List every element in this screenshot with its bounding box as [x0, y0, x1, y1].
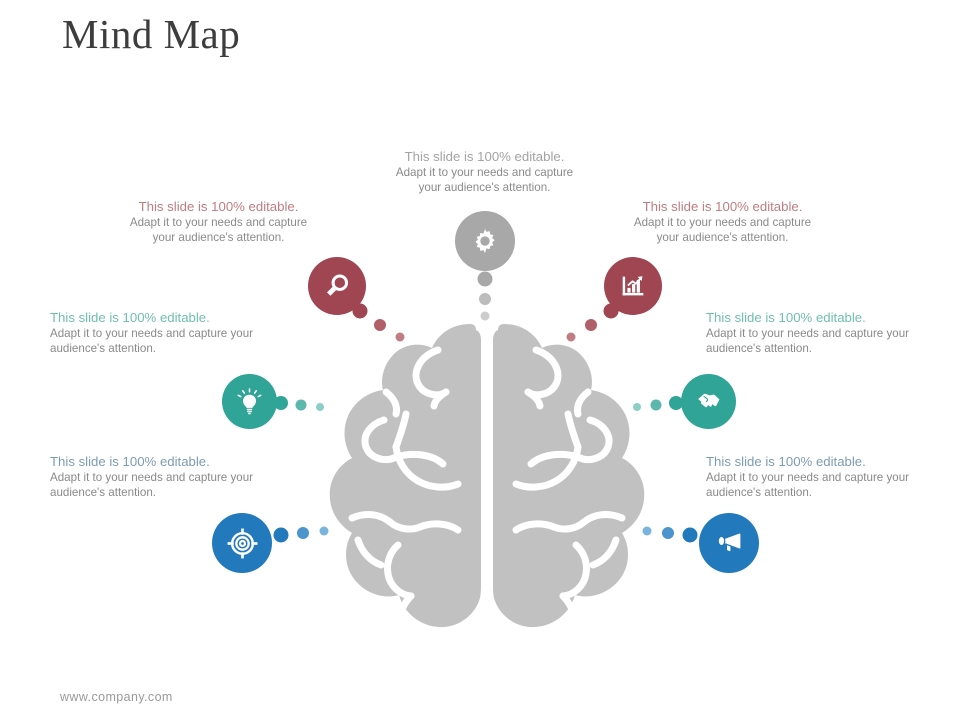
lightbulb-icon — [237, 388, 262, 415]
connector-dots-mid-left — [274, 396, 324, 411]
brain-illustration — [329, 324, 645, 630]
heading-upper-right: This slide is 100% editable. — [642, 199, 803, 214]
text-block-lower-left: This slide is 100% editable. Adapt it to… — [50, 453, 265, 500]
connector-dots-lower-right — [642, 526, 698, 543]
text-block-top-center: This slide is 100% editable. Adapt it to… — [377, 148, 592, 195]
heading-mid-right: This slide is 100% editable. — [706, 310, 866, 325]
body-mid-right: Adapt it to your needs and capture your … — [706, 327, 910, 355]
handshake-icon — [696, 392, 721, 409]
target-icon — [227, 528, 257, 558]
heading-mid-left: This slide is 100% editable. — [50, 310, 210, 325]
node-mid-left[interactable] — [222, 374, 277, 429]
magnifier-icon — [327, 274, 349, 296]
body-top-center: Adapt it to your needs and capture your … — [395, 166, 574, 194]
text-block-upper-left: This slide is 100% editable. Adapt it to… — [111, 198, 326, 245]
heading-top-center: This slide is 100% editable. — [404, 149, 565, 164]
connector-dots-lower-left — [273, 526, 329, 543]
node-upper-left[interactable] — [308, 257, 366, 315]
heading-upper-left: This slide is 100% editable. — [138, 199, 299, 214]
node-lower-right[interactable] — [699, 513, 759, 573]
body-lower-right: Adapt it to your needs and capture your … — [706, 471, 910, 499]
text-block-lower-right: This slide is 100% editable. Adapt it to… — [706, 453, 921, 500]
node-mid-right[interactable] — [681, 374, 736, 429]
heading-lower-right: This slide is 100% editable. — [706, 454, 866, 469]
heading-lower-left: This slide is 100% editable. — [50, 454, 210, 469]
megaphone-icon — [717, 532, 742, 553]
gear-icon — [475, 229, 495, 253]
node-upper-right[interactable] — [604, 257, 662, 315]
connector-dots-upper-left — [352, 303, 405, 342]
connector-dots-top-center — [477, 271, 493, 321]
body-mid-left: Adapt it to your needs and capture your … — [50, 327, 254, 355]
body-upper-right: Adapt it to your needs and capture your … — [633, 216, 812, 244]
text-block-mid-left: This slide is 100% editable. Adapt it to… — [50, 309, 265, 356]
page-title: Mind Map — [62, 11, 241, 57]
body-lower-left: Adapt it to your needs and capture your … — [50, 471, 254, 499]
connector-dots-mid-right — [633, 396, 683, 411]
node-top-center[interactable] — [455, 211, 515, 271]
text-block-upper-right: This slide is 100% editable. Adapt it to… — [615, 198, 830, 245]
body-upper-left: Adapt it to your needs and capture your … — [129, 216, 308, 244]
text-block-mid-right: This slide is 100% editable. Adapt it to… — [706, 309, 921, 356]
bar-chart-growth-icon — [622, 276, 644, 296]
footer-url[interactable]: www.company.com — [60, 690, 173, 704]
connector-dots-upper-right — [566, 303, 619, 342]
node-lower-left[interactable] — [212, 513, 272, 573]
